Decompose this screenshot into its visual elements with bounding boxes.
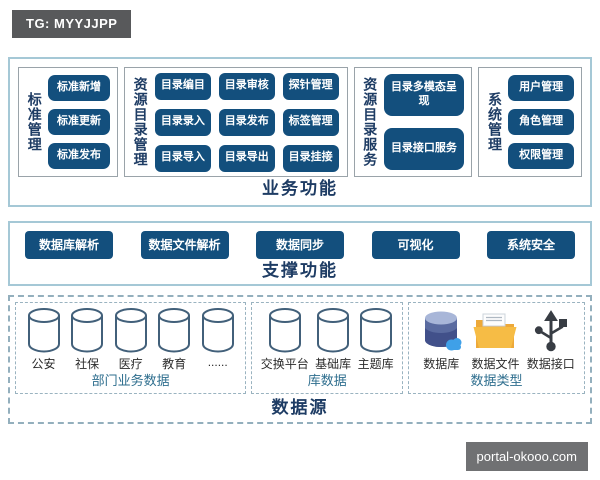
- library-data-items: 交换平台 基础库 主题库: [254, 307, 400, 373]
- group-resource-catalog-management: 资源目录管理 目录编目 目录审核 探针管理 目录录入 目录发布 标签管理 目录导…: [123, 67, 348, 177]
- data-item-theme-library: 主题库: [358, 307, 394, 372]
- support-section-label: 支撑功能: [262, 261, 338, 280]
- button-standard-update[interactable]: 标准更新: [48, 109, 110, 135]
- architecture-diagram: 标准管理 标准新增 标准更新 标准发布 资源目录管理 目录编目 目录审核 探针管…: [8, 57, 592, 424]
- file-folder-icon: [473, 313, 517, 348]
- data-source-groups-row: 公安 社保 医疗 教育: [15, 302, 585, 394]
- button-catalog-entry[interactable]: 目录录入: [154, 108, 211, 136]
- data-item-datafile-type: 数据文件: [471, 307, 520, 372]
- database-cylinder-icon: [158, 308, 191, 353]
- button-database-parsing[interactable]: 数据库解析: [25, 231, 113, 259]
- group-library-data: 交换平台 基础库 主题库 库数据: [251, 302, 404, 394]
- business-functions-section: 标准管理 标准新增 标准更新 标准发布 资源目录管理 目录编目 目录审核 探针管…: [8, 57, 592, 207]
- database-cylinder-icon: [268, 308, 301, 353]
- button-standard-publish[interactable]: 标准发布: [48, 143, 110, 169]
- group-resource-catalog-service: 资源目录服务 目录多模态呈现 目录接口服务: [353, 67, 473, 177]
- data-item-interface-type: 数据接口: [527, 307, 575, 372]
- database-cylinder-icon: [71, 308, 104, 353]
- database-cylinder-icon: [317, 308, 350, 353]
- data-item-more: ......: [200, 307, 236, 369]
- data-item-label: 交换平台: [260, 357, 309, 371]
- database-stack-icon: [425, 311, 462, 351]
- group-title-resource-catalog-service: 资源目录服务: [362, 77, 379, 167]
- button-catalog-compile[interactable]: 目录编目: [154, 72, 211, 100]
- data-item-education: 教育: [156, 307, 192, 372]
- button-permission-management[interactable]: 权限管理: [508, 143, 574, 169]
- system-buttons-stack: 用户管理 角色管理 权限管理: [505, 75, 577, 169]
- database-cylinder-icon: [359, 308, 392, 353]
- button-catalog-import[interactable]: 目录导入: [154, 144, 211, 172]
- service-buttons-stack: 目录多模态呈现 目录接口服务: [381, 74, 468, 170]
- department-data-group-label: 部门业务数据: [91, 373, 170, 388]
- data-source-section: 公安 社保 医疗 教育: [8, 295, 592, 424]
- standard-buttons-stack: 标准新增 标准更新 标准发布: [45, 75, 113, 169]
- data-item-label: 主题库: [357, 357, 394, 371]
- group-title-system-management: 系统管理: [487, 92, 503, 152]
- data-item-base-library: 基础库: [315, 307, 351, 372]
- button-probe-management[interactable]: 探针管理: [282, 72, 339, 100]
- data-item-label: 医疗: [118, 357, 143, 371]
- group-title-resource-catalog-management: 资源目录管理: [132, 77, 149, 167]
- data-item-label: 数据接口: [526, 357, 575, 371]
- button-catalog-mount[interactable]: 目录挂接: [282, 144, 339, 172]
- database-cylinder-icon: [201, 308, 234, 353]
- button-catalog-interface-service[interactable]: 目录接口服务: [383, 128, 465, 170]
- support-functions-section: 数据库解析 数据文件解析 数据同步 可视化 系统安全 支撑功能: [8, 221, 592, 286]
- button-standard-add[interactable]: 标准新增: [48, 75, 110, 101]
- button-tag-management[interactable]: 标签管理: [282, 108, 339, 136]
- button-catalog-publish[interactable]: 目录发布: [218, 108, 275, 136]
- library-data-group-label: 库数据: [307, 373, 347, 388]
- button-user-management[interactable]: 用户管理: [508, 75, 574, 101]
- business-section-label: 业务功能: [262, 179, 338, 198]
- data-source-section-label: 数据源: [271, 398, 329, 417]
- data-item-label: 基础库: [315, 357, 352, 371]
- group-title-standard-management: 标准管理: [26, 92, 43, 152]
- business-groups-row: 标准管理 标准新增 标准更新 标准发布 资源目录管理 目录编目 目录审核 探针管…: [18, 67, 582, 177]
- button-role-management[interactable]: 角色管理: [508, 109, 574, 135]
- data-item-label: 数据文件: [471, 357, 520, 371]
- data-item-label: 教育: [162, 357, 187, 371]
- usb-interface-icon: [534, 310, 567, 352]
- group-standard-management: 标准管理 标准新增 标准更新 标准发布: [18, 67, 118, 177]
- button-system-security[interactable]: 系统安全: [487, 231, 575, 259]
- group-data-types: 数据库 数据文件: [408, 302, 585, 394]
- group-department-business-data: 公安 社保 医疗 教育: [15, 302, 247, 394]
- button-catalog-review[interactable]: 目录审核: [218, 72, 275, 100]
- data-item-label: 社保: [75, 357, 100, 371]
- database-cylinder-icon: [27, 308, 60, 353]
- data-item-medical: 医疗: [113, 307, 149, 372]
- button-catalog-multimodal-display[interactable]: 目录多模态呈现: [383, 74, 465, 116]
- database-cylinder-icon: [114, 308, 147, 353]
- button-visualization[interactable]: 可视化: [371, 231, 460, 259]
- tg-watermark-badge: TG: MYYJJPP: [12, 10, 132, 38]
- data-item-label: 数据库: [423, 357, 460, 371]
- data-item-police: 公安: [26, 307, 62, 372]
- button-catalog-export[interactable]: 目录导出: [218, 144, 275, 172]
- data-item-social-security: 社保: [69, 307, 105, 372]
- button-data-sync[interactable]: 数据同步: [256, 231, 344, 259]
- data-item-label: 公安: [31, 357, 56, 371]
- department-data-items: 公安 社保 医疗 教育: [18, 307, 243, 373]
- data-types-group-label: 数据类型: [470, 373, 523, 388]
- catalog-buttons-grid: 目录编目 目录审核 探针管理 目录录入 目录发布 标签管理 目录导入 目录导出 …: [151, 71, 343, 174]
- button-datafile-parsing[interactable]: 数据文件解析: [140, 231, 229, 259]
- data-item-label: ......: [207, 355, 228, 369]
- group-system-management: 系统管理 用户管理 角色管理 权限管理: [478, 67, 582, 177]
- data-item-exchange-platform: 交换平台: [261, 307, 309, 372]
- support-buttons-row: 数据库解析 数据文件解析 数据同步 可视化 系统安全: [10, 231, 590, 259]
- data-type-items: 数据库 数据文件: [411, 307, 582, 373]
- site-watermark: portal-okooo.com: [465, 442, 588, 471]
- data-item-database-type: 数据库: [418, 307, 464, 372]
